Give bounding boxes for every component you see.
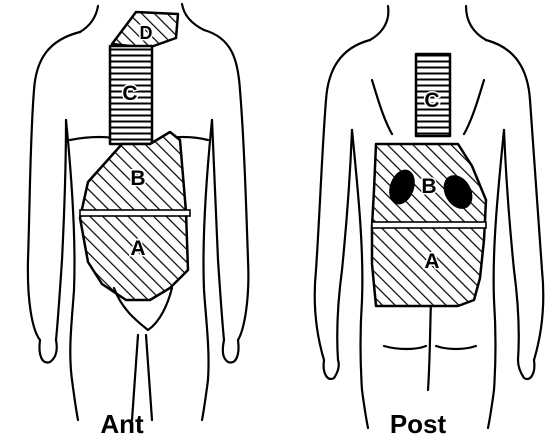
posterior-zone-separator [372,222,486,228]
posterior-figure: C B A Post [315,6,544,439]
anterior-label-a: A [130,237,145,260]
anterior-label-b: B [130,167,145,190]
anterior-caption: Ant [100,409,144,439]
anterior-label-c: C [122,82,137,105]
anterior-label-d: D [140,23,153,43]
anterior-zone-separator [80,210,190,216]
posterior-label-b: B [421,175,436,198]
posterior-label-a: A [424,250,439,273]
posterior-caption: Post [390,409,447,439]
posterior-label-c: C [424,89,439,112]
anterior-figure: D C B A Ant [28,4,249,439]
